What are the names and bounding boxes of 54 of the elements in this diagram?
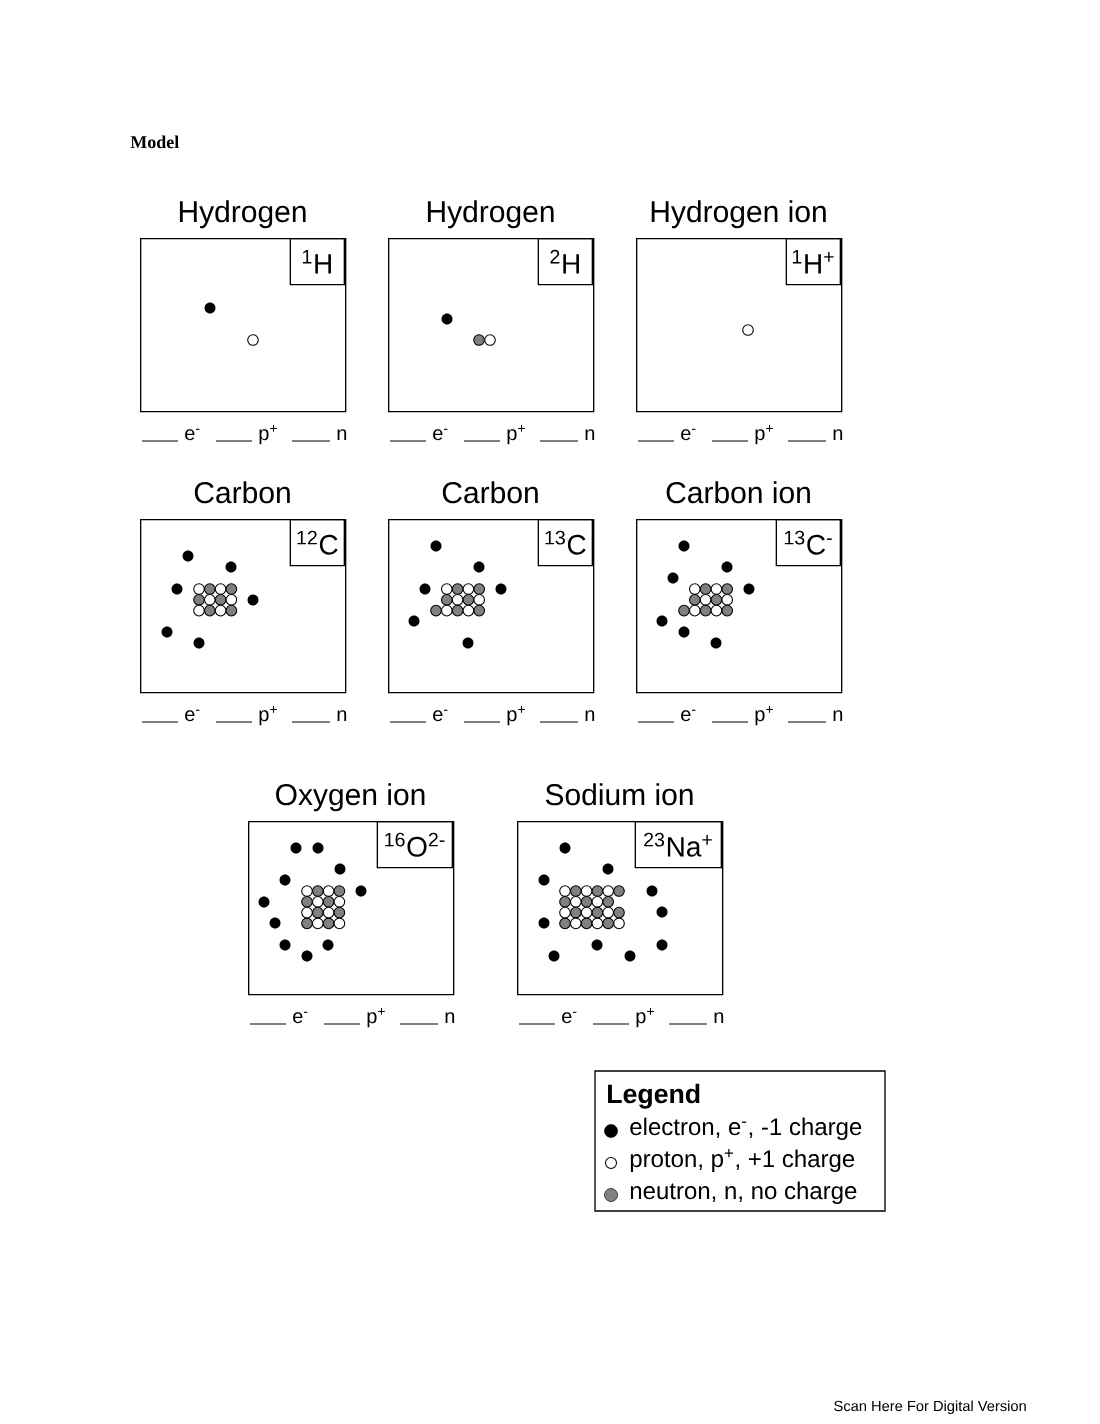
isotope-box: $^{13}$C — [537, 519, 593, 567]
atom-title: Sodium ion — [545, 783, 693, 806]
particle-label: n — [833, 710, 843, 721]
atom-box — [248, 783, 455, 996]
particle-label: p$^{+}$ — [367, 1007, 385, 1028]
particle-label: p$^{+}$ — [259, 424, 277, 445]
atom-box — [140, 200, 347, 413]
legend-text: neutron, n, no charge — [630, 1181, 857, 1204]
isotope-box: $^{13}$C$^{-}$ — [775, 519, 841, 567]
particle-label: p$^{+}$ — [507, 705, 525, 726]
particle-label: e$^{-}$ — [293, 1011, 308, 1024]
footer-note: Scan Here For Digital Version — [834, 1400, 1026, 1415]
atom-title: Oxygen ion — [276, 783, 425, 812]
particle-label: e$^{-}$ — [185, 428, 200, 441]
particle-label: p$^{+}$ — [507, 424, 525, 445]
atom-box — [388, 200, 595, 413]
atom-title: Carbon — [194, 481, 290, 504]
atom-box — [636, 200, 843, 413]
particle-label: n — [714, 1012, 724, 1023]
isotope-box: $^{2}$H — [537, 238, 593, 286]
heading: Model — [130, 135, 179, 149]
particle-label: p$^{+}$ — [755, 705, 773, 726]
isotope-box: $^{23}$Na$^{+}$ — [634, 821, 722, 869]
atom-title: Hydrogen — [427, 200, 554, 229]
legend-text: electron, e$^{-}$, -1 charge — [630, 1117, 862, 1140]
atom-title: Hydrogen — [179, 200, 306, 229]
atom-title: Carbon ion — [666, 481, 810, 504]
atom-title: Hydrogen ion — [651, 200, 826, 229]
particle-label: e$^{-}$ — [681, 709, 696, 722]
isotope-box: $^{16}$O$^{2-}$ — [376, 821, 453, 869]
atom-box — [388, 481, 595, 694]
particle-label: n — [337, 429, 347, 440]
isotope-box: $^{12}$C — [289, 519, 345, 567]
legend-title: Legend — [608, 1083, 700, 1109]
particle-label: p$^{+}$ — [259, 705, 277, 726]
particle-label: n — [585, 710, 595, 721]
atom-box — [517, 783, 724, 996]
particle-label: e$^{-}$ — [433, 709, 448, 722]
particle-label: n — [833, 429, 843, 440]
legend-text: proton, p$^{+}$, +1 charge — [630, 1148, 855, 1172]
particle-label: n — [585, 429, 595, 440]
particle-label: e$^{-}$ — [185, 709, 200, 722]
particle-label: e$^{-}$ — [681, 428, 696, 441]
particle-label: p$^{+}$ — [636, 1007, 654, 1028]
atom-box — [636, 481, 843, 694]
particle-label: n — [337, 710, 347, 721]
particle-label: n — [445, 1012, 455, 1023]
particle-label: e$^{-}$ — [562, 1011, 577, 1024]
isotope-box: $^{1}$H$^{+}$ — [785, 238, 841, 286]
atom-title: Carbon — [442, 481, 538, 504]
particle-label: e$^{-}$ — [433, 428, 448, 441]
isotope-box: $^{1}$H — [289, 238, 345, 286]
atom-box — [140, 481, 347, 694]
particle-label: p$^{+}$ — [755, 424, 773, 445]
